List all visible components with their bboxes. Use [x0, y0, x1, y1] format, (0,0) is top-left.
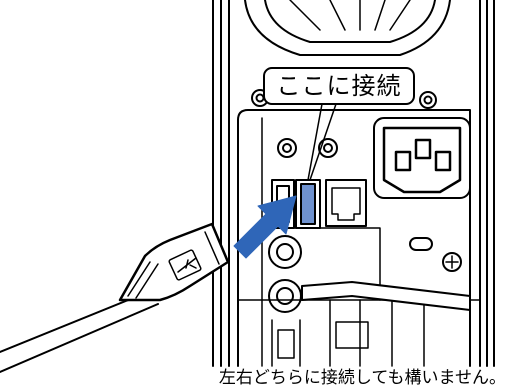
- blue-arrow-icon: [233, 195, 297, 259]
- callout-box: [263, 67, 415, 181]
- caption: 左右どちらに接続しても構いません。: [218, 368, 506, 388]
- expansion-slots: [271, 299, 425, 367]
- power-socket-icon: [373, 117, 471, 199]
- usb-cable: [0, 222, 230, 373]
- lan-port: [325, 179, 367, 227]
- pc-chassis: [212, 0, 495, 367]
- screw-icon: [251, 89, 437, 158]
- cable-clamp: [301, 281, 471, 311]
- ps2-ports: [268, 235, 302, 313]
- usb-symbol-icon: [168, 249, 202, 281]
- back-panel: [237, 109, 481, 367]
- callout-label: ここに接続: [276, 72, 402, 100]
- fan-grille-icon: [244, 0, 451, 56]
